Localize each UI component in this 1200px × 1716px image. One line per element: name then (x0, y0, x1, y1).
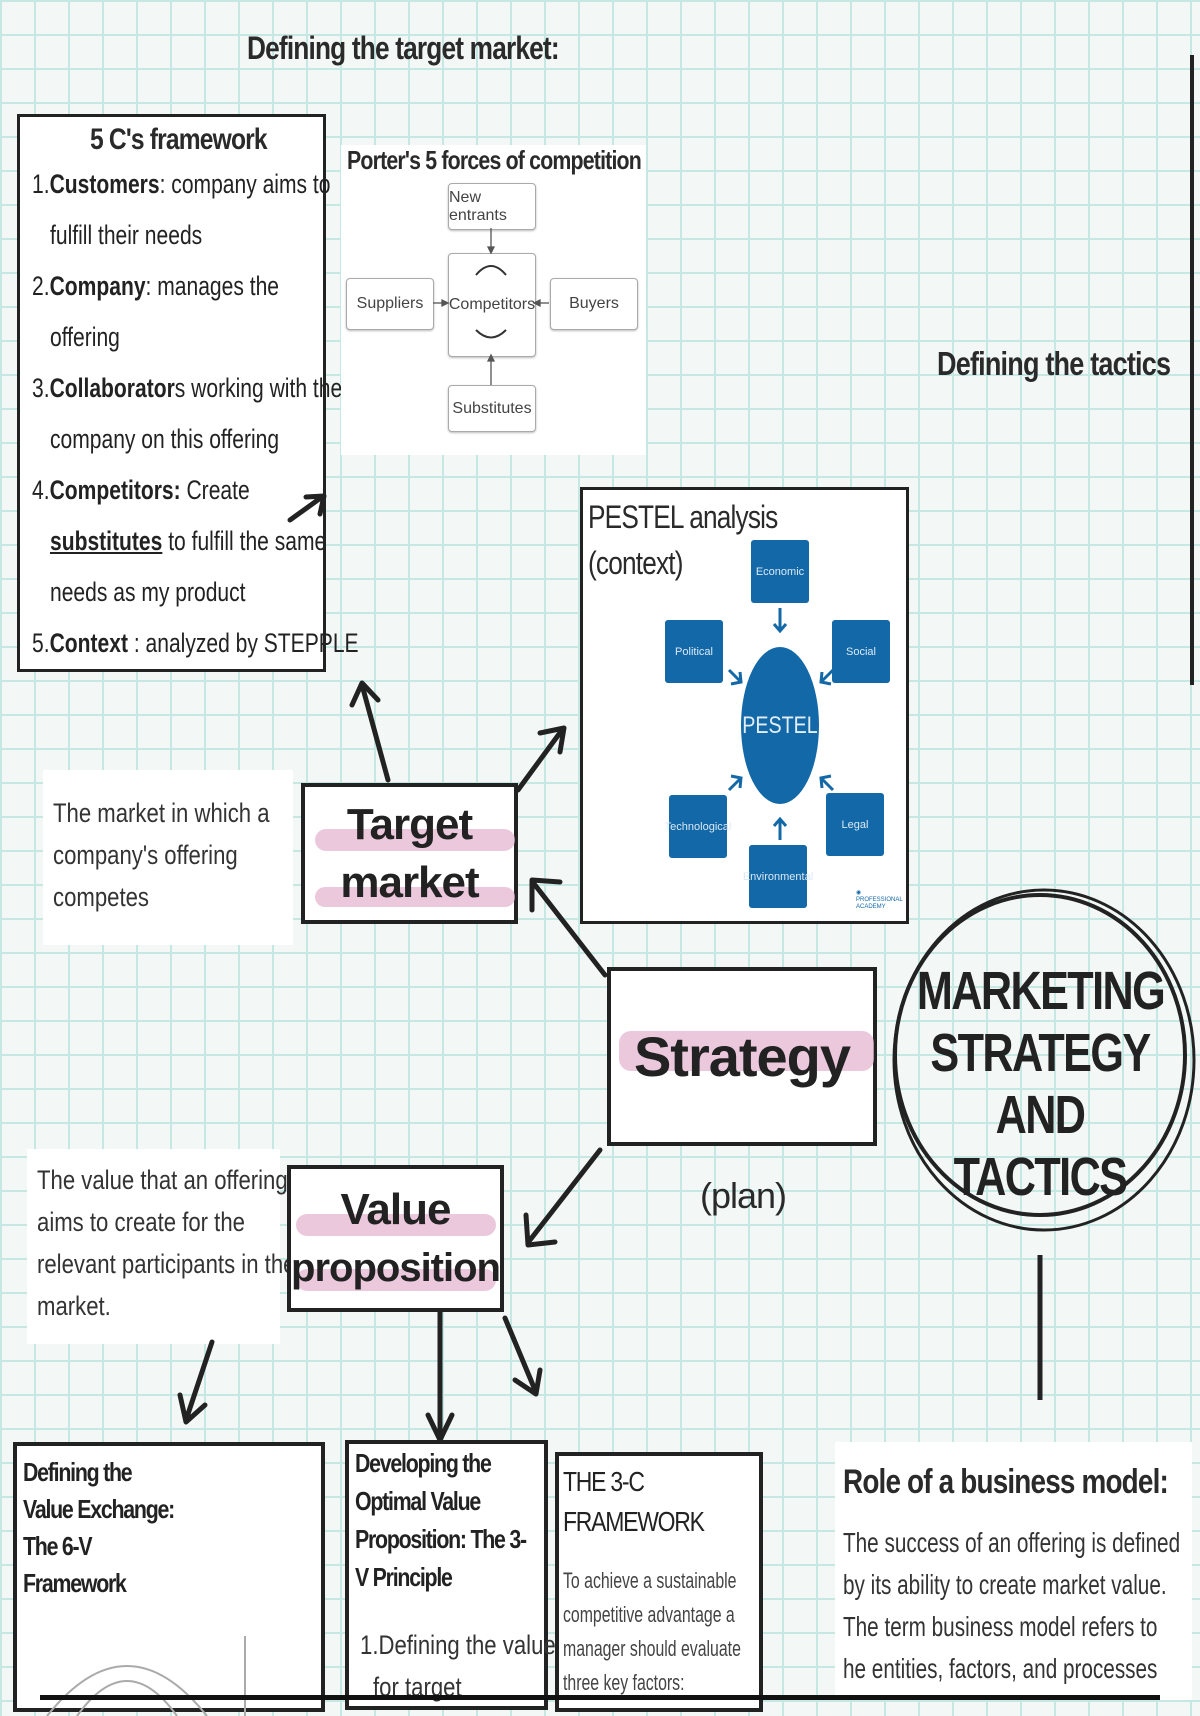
porter-arrows-icon (433, 228, 549, 385)
five-cs-heading: 5 C's framework (90, 123, 268, 156)
three-c-card: THE 3-C FRAMEWORK To achieve a sustainab… (555, 1452, 763, 1712)
porter-diagram: Porter's 5 forces of competition New ent… (341, 145, 646, 455)
main-title: MARKETING STRATEGY AND TACTICS (916, 961, 1165, 1207)
five-cs-item-3-cont: company on this offering (50, 424, 280, 454)
strategy-plan-label: (plan) (700, 1175, 787, 1216)
six-v-card: Defining the Value Exchange: The 6-V Fra… (13, 1442, 325, 1716)
five-cs-item-3: 3.Collaborators working with the (32, 373, 343, 403)
porter-suppliers: Suppliers (346, 278, 434, 330)
five-cs-item-1: 1.Customers: company aims to (32, 169, 331, 199)
pestel-economic: Economic (751, 540, 809, 603)
pestel-legal: Legal (826, 793, 884, 856)
tactics-title: Defining the tactics (937, 345, 1171, 382)
target-market-title: Defining the target market: (247, 30, 560, 66)
five-cs-item-2: 2.Company: manages the (32, 271, 280, 301)
right-card-edge (1190, 55, 1194, 685)
pestel-social: Social (832, 620, 890, 683)
three-v-card: Developing the Optimal Value Proposition… (345, 1440, 556, 1710)
five-cs-item-5: 5.Context : analyzed by STEPPLE (32, 628, 359, 658)
business-model-card: Role of a business model: The success of… (835, 1442, 1192, 1700)
pestel-arrows-icon (727, 608, 835, 840)
porter-substitutes: Substitutes (448, 385, 536, 432)
porter-new-entrants: New entrants (448, 183, 536, 230)
five-cs-item-4-cont: substitutes to fulfill the same (50, 526, 327, 556)
title-circle-icon (892, 888, 1196, 1400)
pestel-logo: ◉ PROFESSIONAL ACADEMY (856, 890, 903, 910)
five-cs-card: 5 C's framework 1.Customers: company aim… (17, 114, 359, 672)
target-market-description: The market in which a company's offering… (43, 770, 293, 945)
five-cs-item-1-cont: fulfill their needs (50, 220, 203, 250)
porter-heading: Porter's 5 forces of competition (347, 145, 642, 175)
value-prop-description: The value that an offering aims to creat… (27, 1149, 295, 1344)
pestel-political: Political (665, 620, 723, 683)
pestel-technological: Technological (665, 795, 731, 858)
pestel-card: PESTEL analysis(context) Economic Politi… (580, 487, 909, 924)
pestel-environmental: Environmental (743, 845, 813, 908)
strategy-node[interactable]: Strategy (607, 967, 877, 1146)
bottom-divider (40, 1695, 1160, 1700)
five-cs-item-2-cont: offering (50, 322, 120, 352)
pestel-center: PESTEL (741, 647, 819, 804)
porter-buyers: Buyers (550, 278, 638, 330)
porter-competitors: Competitors (448, 253, 536, 357)
pestel-heading: PESTEL analysis(context) (588, 499, 778, 581)
five-cs-item-4-cont2: needs as my product (50, 577, 246, 607)
six-v-diagram-icon (46, 1636, 246, 1716)
five-cs-item-4: 4.Competitors: Create (32, 475, 250, 505)
